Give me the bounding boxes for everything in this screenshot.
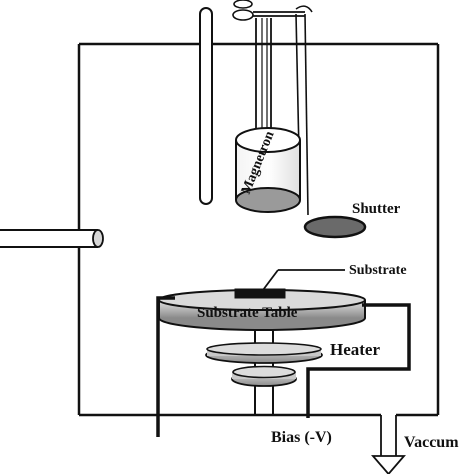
- bias-label: Bias (-V): [271, 429, 332, 446]
- shutter: [303, 215, 367, 239]
- heater-wire: [306, 303, 411, 418]
- magnetron: [235, 127, 301, 213]
- feedthrough-rod: [199, 7, 213, 205]
- substrate-table-label: Substrate Table: [197, 305, 298, 321]
- vacuum-arrow: [371, 415, 406, 474]
- heater-label: Heater: [330, 340, 380, 359]
- gas-inlet-pipe: [0, 229, 104, 248]
- top-coupling: [232, 0, 313, 21]
- heater: [205, 342, 323, 387]
- substrate: [234, 288, 286, 299]
- vacuum-chamber: [77, 42, 440, 417]
- substrate-leader: [262, 269, 345, 291]
- magnetron-support-tube: [255, 18, 272, 130]
- bias-wire: [156, 296, 175, 437]
- vacuum-label: Vaccum: [404, 434, 459, 451]
- substrate-table: [158, 289, 366, 331]
- substrate-label: Substrate: [349, 263, 407, 278]
- shutter-label: Shutter: [352, 201, 401, 217]
